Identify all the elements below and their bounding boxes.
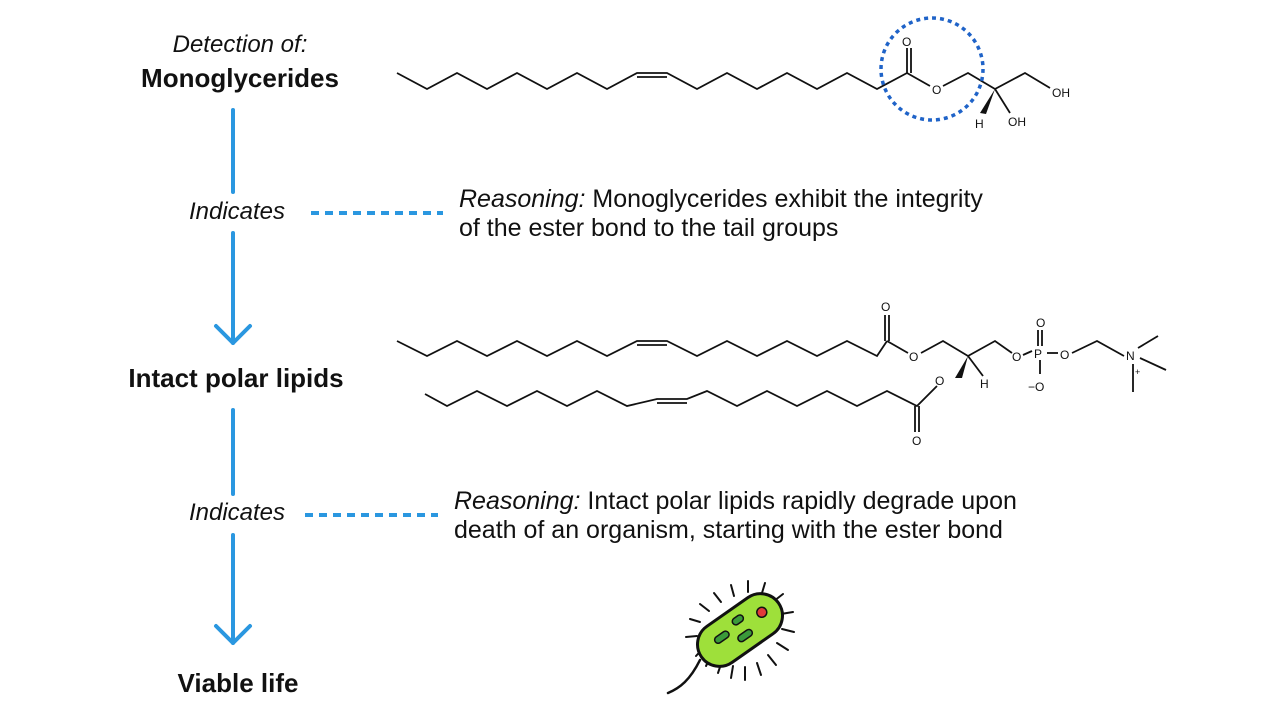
ester-o-label: O [932, 83, 941, 97]
reasoning-2: Reasoning: Intact polar lipids rapidly d… [454, 487, 1017, 545]
reasoning-1-lead: Reasoning: [459, 185, 586, 213]
indicates-label-2: Indicates [188, 499, 286, 526]
down-arrow-icon [214, 231, 252, 345]
h-label-2: H [980, 377, 989, 391]
phosphate-o-label-3: O [1060, 348, 1069, 362]
h-label-1: H [975, 117, 984, 131]
reasoning-2-lead: Reasoning: [454, 487, 581, 515]
reasoning-1: Reasoning: Monoglycerides exhibit the in… [459, 185, 983, 243]
reasoning-1-line1: Monoglycerides exhibit the integrity [585, 185, 983, 213]
dashed-circle-highlight [879, 16, 985, 122]
detection-label: Detection of: [172, 31, 308, 58]
stage-intact-polar-lipids: Intact polar lipids [128, 363, 344, 393]
ester-o-label-2: O [909, 350, 918, 364]
reasoning-2-line2: death of an organism, starting with the … [454, 516, 1003, 544]
phospholipid-structure: O O O P O −O O N + O H O [396, 300, 1167, 448]
carbonyl-o-label-3: O [912, 434, 921, 448]
ester-o-label-3: O [935, 374, 944, 388]
oh-label-1: OH [1052, 86, 1070, 100]
nitrogen-label: N [1126, 349, 1135, 363]
phosphate-o-label-2: O [1036, 316, 1045, 330]
monoglyceride-structure: O O OH OH H [396, 16, 1070, 131]
oh-label-2: OH [1008, 115, 1026, 129]
phosphate-o-minus-label: −O [1028, 380, 1044, 394]
bacterium-icon [666, 580, 795, 695]
carbonyl-o-label-2: O [881, 300, 890, 314]
down-arrow-icon [214, 533, 252, 645]
stage-monoglycerides: Monoglycerides [141, 63, 339, 93]
stage-viable-life: Viable life [177, 668, 299, 698]
reasoning-2-line1: Intact polar lipids rapidly degrade upon [580, 487, 1017, 515]
carbonyl-o-label: O [902, 35, 911, 49]
nitrogen-plus-label: + [1135, 367, 1140, 377]
phosphorus-label: P [1034, 347, 1042, 361]
phosphate-o-label-1: O [1012, 350, 1021, 364]
reasoning-1-line2: of the ester bond to the tail groups [459, 214, 839, 242]
indicates-label-1: Indicates [188, 198, 286, 225]
